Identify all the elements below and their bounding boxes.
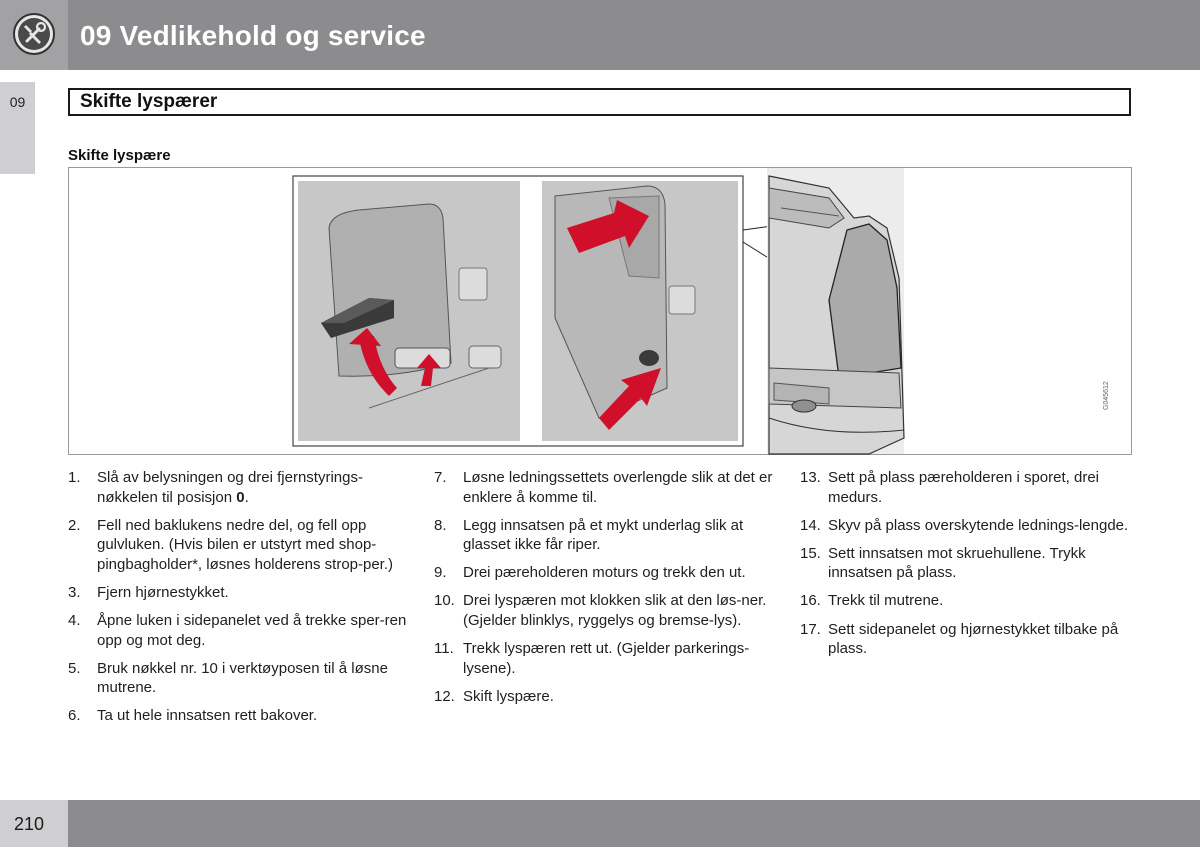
list-item: 11.Trekk lyspæren rett ut. (Gjelder park… xyxy=(434,640,750,677)
list-item: 8.Legg innsatsen på et mykt underlag sli… xyxy=(434,516,744,554)
list-item: 9.Drei pæreholderen moturs og trekk den … xyxy=(434,564,746,582)
subsection-title: Skifte lyspære xyxy=(68,147,171,164)
list-item: 12.Skift lyspære. xyxy=(434,687,554,705)
header-bar xyxy=(0,0,1200,70)
steps-column-2: 7.Løsne ledningssettets overlengde slik … xyxy=(434,468,774,715)
list-item: 16.Trekk til mutrene. xyxy=(800,592,944,610)
footer-tab xyxy=(0,800,68,847)
list-item: 4.Åpne luken i sidepanelet ved å trekke … xyxy=(68,612,407,649)
nut xyxy=(639,350,659,366)
list-item: 15.Sett innsatsen mot skruehullene. Tryk… xyxy=(800,544,1086,582)
illustration-frame xyxy=(68,167,1132,455)
list-item: 14.Skyv på plass overskytende lednings-l… xyxy=(800,516,1129,534)
push-arrow-lower xyxy=(599,368,661,430)
list-item: 5.Bruk nøkkel nr. 10 i verktøyposen til … xyxy=(68,659,388,697)
list-item: 7.Løsne ledningssettets overlengde slik … xyxy=(434,469,773,506)
push-arrow-upper xyxy=(567,200,649,253)
list-item: 13.Sett på plass pæreholderen i sporet, … xyxy=(800,469,1099,506)
bulb-replacement-illustration xyxy=(292,168,905,455)
list-item: 1. Slå av belysningen og drei fjernstyri… xyxy=(68,469,363,506)
wrench-gear-icon xyxy=(13,13,55,55)
page-number: 210 xyxy=(14,814,45,834)
figure-code: G045612 xyxy=(1103,381,1110,410)
chapter-tab-label: 09 xyxy=(9,94,26,110)
list-item: 10.Drei lyspæren mot klokken slik at den… xyxy=(434,592,767,630)
chapter-tab xyxy=(0,82,35,174)
list-item: 2.Fell ned baklukens nedre del, og fell … xyxy=(68,516,394,573)
section-title: Skifte lyspærer xyxy=(80,91,218,112)
list-item: 17.Sett sidepanelet og hjørnestykket til… xyxy=(800,620,1119,658)
rotate-arrow xyxy=(359,336,397,396)
steps-column-1: 1. Slå av belysningen og drei fjernstyri… xyxy=(68,468,408,735)
header-icon-block xyxy=(0,0,68,70)
footer-bar xyxy=(68,800,1200,847)
list-item: 3.Fjern hjørnestykket. xyxy=(68,583,229,601)
pull-up-arrow xyxy=(417,354,441,386)
list-item: 6.Ta ut hele innsatsen rett bakover. xyxy=(68,707,318,725)
section-heading-box xyxy=(68,88,1131,116)
chapter-title: 09 Vedlikehold og service xyxy=(80,20,426,51)
steps-column-3: 13.Sett på plass pæreholderen i sporet, … xyxy=(800,468,1140,667)
